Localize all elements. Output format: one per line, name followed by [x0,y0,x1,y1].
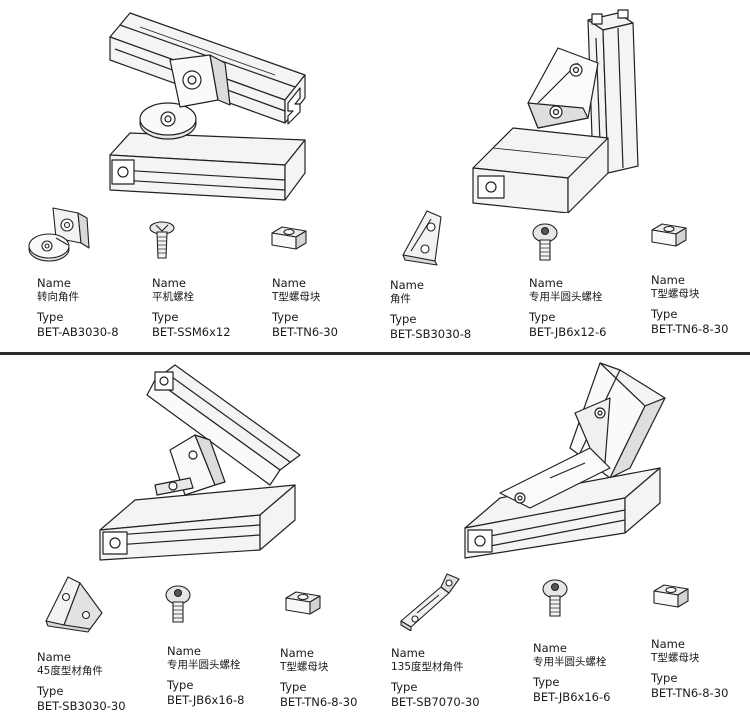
part-name: T型螺母块 [651,287,700,300]
part-caption: Name T型螺母块 Type BET-TN6-8-30 [651,273,728,341]
part-name: T型螺母块 [280,660,329,673]
section-divider [0,352,750,355]
part-caption: Name 专用半圆头螺栓 Type BET-JB6x16-6 [533,641,610,709]
button-head-screw-icon [540,578,570,620]
part-type: BET-TN6-8-30 [280,694,358,709]
name-label: Name [272,276,306,290]
type-label: Type [37,309,64,324]
part-type: BET-JB6x16-8 [167,692,245,707]
angle-135-bracket-icon [397,569,467,631]
name-label: Name [533,641,567,655]
part-caption: Name T型螺母块 Type BET-TN6-8-30 [280,646,357,714]
t-nut-block-icon [648,220,690,250]
part-type: BET-JB6x12-6 [529,324,607,339]
part-type: BET-TN6-8-30 [651,321,729,336]
type-label: Type [152,309,179,324]
t-nut-block-icon [268,223,310,253]
part-caption: Name 135度型材角件 Type BET-SB7070-30 [391,646,480,714]
name-label: Name [391,646,425,660]
swivel-bracket-assembly-drawing [100,5,315,210]
name-label: Name [37,276,71,290]
type-label: Type [651,670,678,685]
type-label: Type [167,677,194,692]
part-type: BET-SSM6x12 [152,324,231,339]
bottom-panel: Name 45度型材角件 Type BET-SB3030-30 Name 专用半… [0,356,750,721]
part-caption: Name T型螺母块 Type BET-TN6-8-30 [651,637,728,705]
name-label: Name [651,637,685,651]
name-label: Name [152,276,186,290]
type-label: Type [280,679,307,694]
corner-bracket-assembly-drawing [468,8,668,213]
part-name: 角件 [390,292,411,305]
part-type: BET-SB7070-30 [391,694,480,709]
part-caption: Name T型螺母块 Type BET-TN6-30 [272,276,338,344]
part-name: 专用半圆头螺栓 [167,658,241,671]
part-name: 平机螺栓 [152,290,194,303]
part-type: BET-AB3030-8 [37,324,119,339]
angle-45-assembly-drawing [95,360,310,565]
part-type: BET-TN6-8-30 [651,685,729,700]
part-caption: Name 专用半圆头螺栓 Type BET-JB6x16-8 [167,644,244,712]
swivel-corner-bracket-icon [23,203,91,265]
name-label: Name [651,273,685,287]
type-label: Type [529,309,556,324]
part-name: 专用半圆头螺栓 [529,290,603,303]
top-panel: Name 转向角件 Type BET-AB3030-8 Name 平机螺栓 Ty… [0,0,750,352]
part-type: BET-JB6x16-6 [533,689,611,704]
part-type: BET-SB3030-30 [37,698,126,713]
part-caption: Name 角件 Type BET-SB3030-8 [390,278,471,346]
type-label: Type [390,311,417,326]
part-name: T型螺母块 [651,651,700,664]
button-head-screw-icon [163,584,193,626]
type-label: Type [651,306,678,321]
part-caption: Name 转向角件 Type BET-AB3030-8 [37,276,119,344]
angle-135-assembly-drawing [460,358,675,563]
part-type: BET-TN6-30 [272,324,338,339]
part-name: 45度型材角件 [37,664,103,677]
type-label: Type [391,679,418,694]
button-head-screw-icon [530,222,560,264]
name-label: Name [390,278,424,292]
name-label: Name [529,276,563,290]
part-name: 专用半圆头螺栓 [533,655,607,668]
flat-head-screw-icon [148,220,176,260]
part-caption: Name 45度型材角件 Type BET-SB3030-30 [37,650,126,718]
t-nut-block-icon [282,588,324,618]
corner-bracket-icon [395,205,453,267]
type-label: Type [533,674,560,689]
type-label: Type [37,683,64,698]
t-nut-block-icon [650,581,692,611]
part-caption: Name 专用半圆头螺栓 Type BET-JB6x12-6 [529,276,606,344]
name-label: Name [37,650,71,664]
part-name: 135度型材角件 [391,660,464,673]
part-caption: Name 平机螺栓 Type BET-SSM6x12 [152,276,231,344]
part-type: BET-SB3030-8 [390,326,472,341]
part-name: 转向角件 [37,290,79,303]
name-label: Name [167,644,201,658]
angle-45-bracket-icon [40,571,108,633]
part-name: T型螺母块 [272,290,321,303]
name-label: Name [280,646,314,660]
type-label: Type [272,309,299,324]
